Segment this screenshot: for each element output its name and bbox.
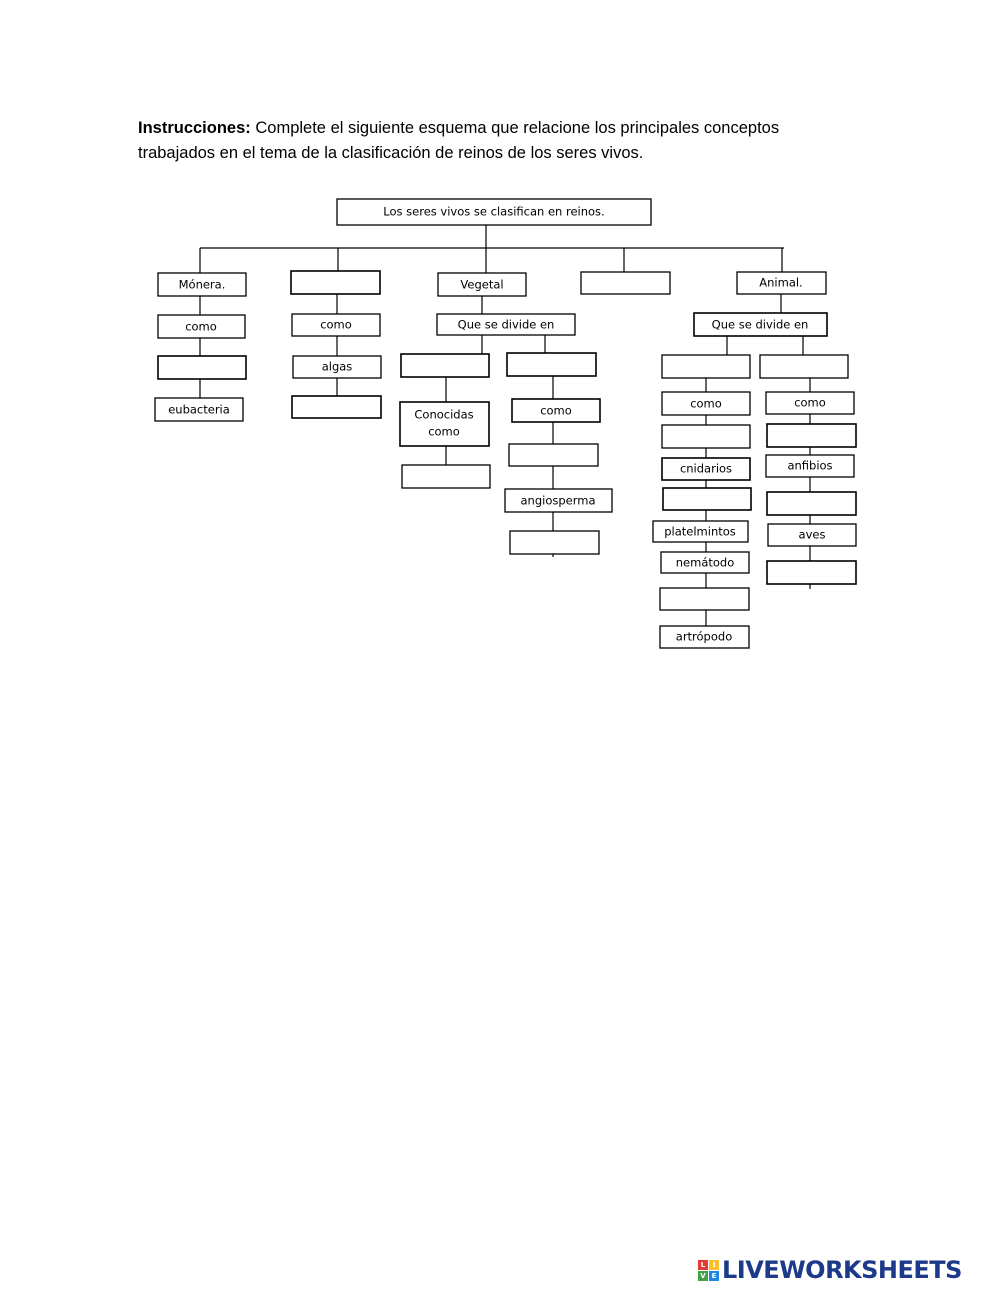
kingdom-2-answer-box[interactable] xyxy=(290,270,381,295)
animal-divide-box: Que se divide en xyxy=(693,312,828,337)
nematodo-label: nemátodo xyxy=(676,556,735,570)
vegetal-right-como-label: como xyxy=(540,404,572,418)
connectors xyxy=(199,225,811,626)
animal-right-answer-box[interactable] xyxy=(759,354,849,379)
kingdom-2-blank-box[interactable] xyxy=(291,395,382,419)
instructions-label: Instrucciones: xyxy=(138,119,251,137)
vegetal-left-blank2-box[interactable] xyxy=(401,464,491,489)
angiosperma-box: angiosperma xyxy=(504,488,613,513)
animal-right-como-box: como xyxy=(765,391,855,415)
vegetal-conocidas-line2: como xyxy=(428,425,460,439)
platelmintos-label: platelmintos xyxy=(664,525,736,539)
monera-example-box: eubacteria xyxy=(154,397,244,422)
animal-divide-label: Que se divide en xyxy=(712,318,809,332)
kingdom-2-example-box: algas xyxy=(292,355,382,379)
vegetal-conocidas-box: Conocidas como xyxy=(399,401,490,447)
aves-label: aves xyxy=(799,528,826,542)
animal-right-blank3-box[interactable] xyxy=(766,491,857,516)
animal-right-blank4-box[interactable] xyxy=(766,560,857,585)
logo-text: LIVEWORKSHEETS xyxy=(722,1256,962,1284)
vegetal-right-blank3-box[interactable] xyxy=(509,530,600,555)
monera-como-box: como xyxy=(157,314,246,339)
kingdom-2-como-label: como xyxy=(320,318,352,332)
logo-letter-i: I xyxy=(709,1259,719,1270)
monera-como-label: como xyxy=(185,320,217,334)
vegetal-right-como-box: como xyxy=(511,398,601,423)
animal-left-blank4-box[interactable] xyxy=(659,587,750,611)
kingdom-2-example-label: algas xyxy=(322,360,353,374)
concept-map: Los seres vivos se clasifican en reinos.… xyxy=(154,198,857,649)
animal-left-como-box: como xyxy=(661,391,751,416)
cnidarios-label: cnidarios xyxy=(680,462,732,476)
vegetal-right-blank2-box[interactable] xyxy=(508,443,599,467)
animal-left-answer-box[interactable] xyxy=(661,354,751,379)
root-box: Los seres vivos se clasifican en reinos. xyxy=(336,198,652,226)
nematodo-box: nemátodo xyxy=(660,551,750,574)
vegetal-divide-box: Que se divide en xyxy=(436,313,576,336)
logo-letter-e: E xyxy=(709,1270,719,1281)
animal-right-como-label: como xyxy=(794,396,826,410)
animal-left-blank3-box[interactable] xyxy=(662,487,752,511)
animal-label: Animal. xyxy=(759,276,802,290)
monera-label: Mónera. xyxy=(179,278,226,292)
kingdom-2-como-box: como xyxy=(291,313,381,337)
vegetal-left-answer-box[interactable] xyxy=(400,353,490,378)
logo-letter-v: V xyxy=(698,1270,708,1281)
vegetal-label: Vegetal xyxy=(460,278,503,292)
platelmintos-box: platelmintos xyxy=(652,520,749,543)
anfibios-box: anfibios xyxy=(765,454,855,478)
root-label: Los seres vivos se clasifican en reinos. xyxy=(383,205,604,219)
monera-box: Mónera. xyxy=(157,272,247,297)
monera-answer-box[interactable] xyxy=(157,355,247,380)
vegetal-conocidas-line1: Conocidas xyxy=(414,408,473,422)
logo-letter-l: L xyxy=(698,1259,708,1270)
vegetal-divide-label: Que se divide en xyxy=(458,318,555,332)
animal-right-blank2-box[interactable] xyxy=(766,423,857,448)
aves-box: aves xyxy=(767,523,857,547)
monera-example-label: eubacteria xyxy=(168,403,230,417)
cnidarios-box: cnidarios xyxy=(661,457,751,481)
animal-left-como-label: como xyxy=(690,397,722,411)
animal-box: Animal. xyxy=(736,271,827,295)
vegetal-box: Vegetal xyxy=(437,272,527,297)
anfibios-label: anfibios xyxy=(787,459,832,473)
angiosperma-label: angiosperma xyxy=(520,494,595,508)
liveworksheets-logo: L I V E LIVEWORKSHEETS xyxy=(698,1255,962,1285)
kingdom-4-answer-box[interactable] xyxy=(580,271,671,295)
artropodo-box: artrópodo xyxy=(659,625,750,649)
logo-mark-icon: L I V E xyxy=(698,1259,719,1281)
animal-left-blank2-box[interactable] xyxy=(661,424,751,449)
artropodo-label: artrópodo xyxy=(676,630,732,644)
vegetal-right-answer-box[interactable] xyxy=(506,352,597,377)
instructions-text: Complete el siguiente esquema que relaci… xyxy=(138,119,780,162)
instructions-paragraph: Instrucciones: Complete el siguiente esq… xyxy=(138,116,858,166)
